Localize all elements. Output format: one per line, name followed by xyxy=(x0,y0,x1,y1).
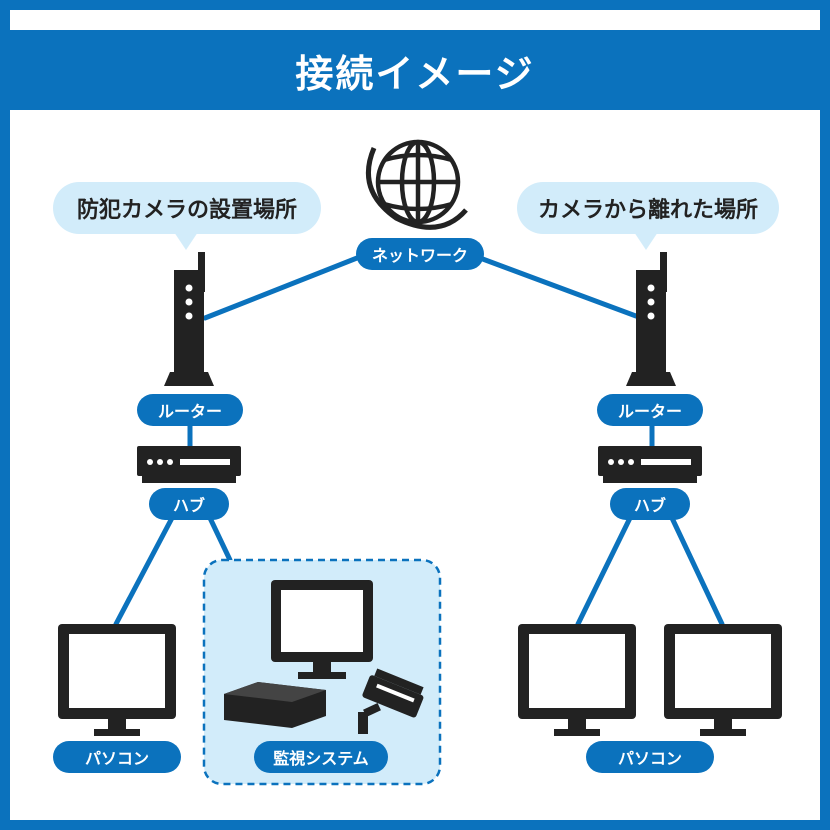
monitor-icon-right-2 xyxy=(664,624,782,736)
page-title: 接続イメージ xyxy=(295,51,535,96)
router-icon-right xyxy=(626,252,676,386)
bubble-remote-location: カメラから離れた場所 xyxy=(517,182,779,234)
hub-icon-right xyxy=(598,446,702,483)
label-hub-right: ハブ xyxy=(610,488,690,520)
label-pc-left: パソコン xyxy=(53,741,181,773)
bubble-tail-right xyxy=(634,232,658,250)
security-camera-icon xyxy=(358,668,424,734)
line-hub-pc-left xyxy=(113,515,175,627)
label-hub-left: ハブ xyxy=(149,488,229,520)
title-bar: 接続イメージ xyxy=(10,30,820,110)
router-icon-left xyxy=(164,252,214,386)
recorder-icon xyxy=(224,682,326,728)
bubble-camera-location: 防犯カメラの設置場所 xyxy=(53,182,321,234)
hub-icon-left xyxy=(137,446,241,483)
globe-icon xyxy=(365,139,468,230)
bubble-remote-location-text: カメラから離れた場所 xyxy=(537,198,758,223)
connection-lines xyxy=(113,253,725,627)
line-hub-pc-right-2 xyxy=(669,515,725,627)
monitor-icon-surveillance xyxy=(271,580,373,679)
bubble-camera-location-text: 防犯カメラの設置場所 xyxy=(76,198,297,223)
label-pc-right: パソコン xyxy=(586,741,714,773)
line-hub-pc-right-1 xyxy=(575,515,633,627)
monitor-icon-left xyxy=(58,624,176,736)
line-router-left-network xyxy=(202,253,365,321)
line-hub-surveillance xyxy=(207,515,233,563)
bubble-tail-left xyxy=(174,232,198,250)
label-surveillance: 監視システム xyxy=(254,741,388,773)
label-network: ネットワーク xyxy=(356,238,484,270)
label-router-right: ルーター xyxy=(597,394,703,426)
line-network-router-right xyxy=(477,255,639,319)
monitor-icon-right-1 xyxy=(518,624,636,736)
label-router-left: ルーター xyxy=(137,394,243,426)
